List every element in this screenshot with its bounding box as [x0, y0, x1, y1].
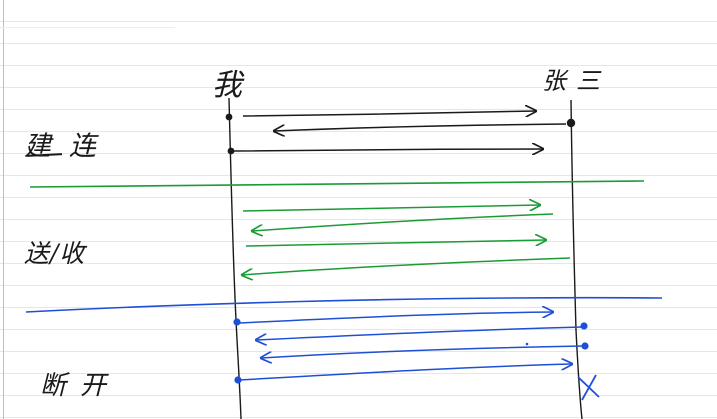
message-arrow — [245, 240, 546, 247]
message-arrow — [242, 205, 540, 212]
message-arrow — [252, 213, 554, 231]
page-top-strip — [0, 27, 175, 28]
message-arrow — [261, 345, 584, 358]
event-dot — [525, 342, 529, 346]
section-label-teardown: 断开 — [40, 371, 121, 401]
event-dot — [580, 322, 588, 330]
participant-right-label: 张三 — [542, 67, 610, 95]
event-dot — [581, 342, 589, 350]
section-divider — [25, 296, 663, 313]
participant-left-label: 我 — [212, 68, 243, 103]
section-label-transfer: 送/收 — [24, 239, 86, 268]
event-dot — [233, 318, 241, 326]
page-margin-line — [3, 0, 4, 419]
lifeline-left — [228, 97, 242, 419]
lifeline-right — [570, 99, 583, 419]
message-arrow — [239, 364, 572, 381]
message-arrow — [274, 123, 567, 131]
message-arrow — [242, 257, 571, 275]
message-arrow — [233, 149, 543, 151]
event-dot — [234, 376, 242, 384]
event-dot — [225, 113, 233, 121]
section-divider — [29, 180, 645, 188]
section-label-handshake: 建连 — [24, 131, 114, 162]
message-arrow — [242, 111, 536, 116]
close-x-mark — [577, 374, 600, 401]
event-dot — [227, 147, 235, 155]
event-dot — [566, 118, 576, 128]
message-arrow — [239, 312, 553, 324]
message-arrow — [256, 326, 583, 340]
